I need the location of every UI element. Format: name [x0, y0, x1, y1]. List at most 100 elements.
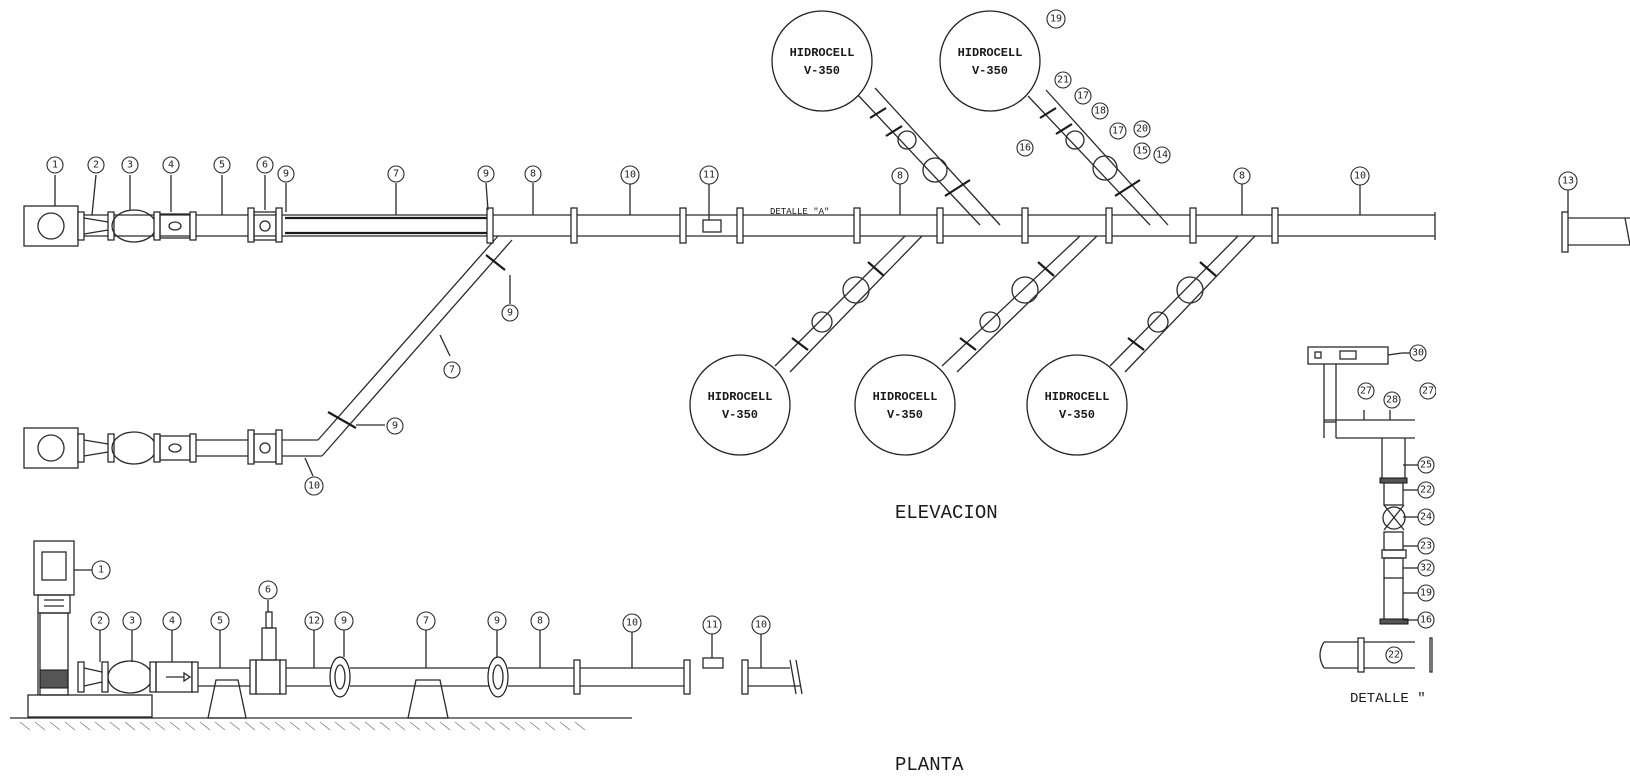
branch-upper-1	[856, 87, 1001, 226]
svg-text:27: 27	[1360, 386, 1372, 397]
svg-text:1: 1	[98, 565, 104, 576]
svg-text:9: 9	[494, 616, 500, 627]
planta-view: 1 2 3 4 5 6 12 9 7 9 8 10 11 10 PLANTA	[10, 540, 964, 776]
tag-1: 1	[46, 156, 64, 174]
svg-text:19: 19	[1050, 14, 1062, 25]
detalle-title: DETALLE "	[1350, 691, 1426, 707]
svg-text:16: 16	[1420, 615, 1432, 626]
tank-label-line1: HIDROCELL	[958, 46, 1023, 60]
tank-label-line2: V-350	[804, 64, 840, 78]
branch-lower-2	[941, 235, 1098, 373]
svg-text:28: 28	[1386, 395, 1398, 406]
planta-leaders	[74, 569, 762, 668]
detalle-view: 30 27 28 27 25 22 24 23 32 19 16 22 DETA…	[1307, 330, 1556, 710]
tag-18: 18	[1091, 102, 1109, 120]
svg-text:8: 8	[537, 616, 543, 627]
tag-21: 21	[1054, 71, 1072, 89]
svg-text:6: 6	[265, 585, 271, 596]
tank-label-line1: HIDROCELL	[873, 390, 938, 404]
tag-9b: 9	[487, 611, 507, 631]
tank-label-line2: V-350	[887, 408, 923, 422]
tag-25: 25	[1417, 456, 1435, 474]
tank-label-line1: HIDROCELL	[790, 46, 855, 60]
tag-1: 1	[91, 560, 111, 580]
tag-3: 3	[122, 611, 142, 631]
tag-9d: 9	[386, 417, 404, 435]
svg-text:22: 22	[1388, 650, 1400, 661]
svg-text:10: 10	[626, 618, 638, 629]
svg-text:27: 27	[1422, 386, 1434, 397]
svg-text:17: 17	[1112, 126, 1124, 137]
tag-23: 23	[1417, 537, 1435, 555]
pipe-stub-13	[1561, 211, 1630, 253]
svg-text:13: 13	[1562, 176, 1574, 187]
svg-text:2: 2	[93, 160, 99, 171]
svg-text:10: 10	[624, 170, 636, 181]
svg-text:10: 10	[1354, 171, 1366, 182]
svg-text:4: 4	[169, 616, 175, 627]
tag-11: 11	[699, 165, 719, 185]
tag-3: 3	[121, 156, 139, 174]
tag-7a: 7	[387, 165, 405, 183]
svg-text:11: 11	[706, 620, 718, 631]
tag-11: 11	[702, 615, 722, 635]
tag-12: 12	[304, 611, 324, 631]
svg-text:8: 8	[1239, 171, 1245, 182]
elevation-tags: 1 2 3 4 5 6 9 7 9 8 10 11 8 8 10 13 9 7 …	[46, 9, 1578, 496]
tag-2: 2	[87, 156, 105, 174]
tag-7b: 7	[443, 361, 461, 379]
svg-text:5: 5	[219, 160, 225, 171]
branch-upper-2	[1027, 89, 1169, 226]
svg-text:4: 4	[168, 160, 174, 171]
svg-text:21: 21	[1057, 75, 1069, 86]
svg-text:9: 9	[483, 169, 489, 180]
tag-20: 20	[1133, 120, 1151, 138]
svg-text:1: 1	[52, 160, 58, 171]
tag-19: 19	[1417, 584, 1435, 602]
tank-lower-2: HIDROCELL V-350	[854, 354, 956, 456]
branch-lower-1	[774, 235, 923, 373]
svg-text:32: 32	[1420, 563, 1432, 574]
tag-4: 4	[162, 156, 180, 174]
tag-17a: 17	[1074, 87, 1092, 105]
elevation-view: HIDROCELL V-350 HIDROCELL V-350 HIDROCEL…	[23, 9, 1630, 524]
svg-text:16: 16	[1019, 143, 1031, 154]
header-flanges	[486, 207, 1279, 244]
tag-8: 8	[530, 611, 550, 631]
tag-32: 32	[1417, 559, 1435, 577]
svg-text:17: 17	[1077, 91, 1089, 102]
elevacion-title: ELEVACION	[895, 502, 998, 524]
svg-text:7: 7	[393, 169, 399, 180]
svg-text:18: 18	[1094, 106, 1106, 117]
tag-15: 15	[1133, 142, 1151, 160]
riser-diagonal	[317, 235, 513, 457]
svg-text:6: 6	[262, 160, 268, 171]
tank-label-line2: V-350	[972, 64, 1008, 78]
svg-text:22: 22	[1420, 485, 1432, 496]
svg-text:15: 15	[1136, 146, 1148, 157]
tag-16: 16	[1016, 139, 1034, 157]
tag-24: 24	[1417, 508, 1435, 526]
planta-tags: 1 2 3 4 5 6 12 9 7 9 8 10 11 10	[90, 560, 771, 635]
tank-label-line2: V-350	[722, 408, 758, 422]
tag-10b: 10	[751, 615, 771, 635]
pump-lower	[23, 427, 322, 469]
tag-27a: 27	[1357, 382, 1375, 400]
detalle-a-label: DETALLE "A"	[770, 207, 829, 217]
tag-8a: 8	[524, 165, 542, 183]
tag-6: 6	[258, 580, 278, 600]
tag-9a: 9	[334, 611, 354, 631]
tag-2: 2	[90, 611, 110, 631]
tank-lower-3: HIDROCELL V-350	[1026, 354, 1128, 456]
tank-label-line1: HIDROCELL	[1045, 390, 1110, 404]
svg-text:9: 9	[507, 308, 513, 319]
tank-upper-1: HIDROCELL V-350	[771, 10, 873, 112]
svg-text:10: 10	[308, 481, 320, 492]
tag-22a: 22	[1417, 481, 1435, 499]
tag-19: 19	[1046, 9, 1066, 29]
tag-13: 13	[1558, 171, 1578, 191]
tank-upper-2: HIDROCELL V-350	[939, 10, 1041, 112]
tag-6: 6	[256, 156, 274, 174]
tag-9b: 9	[477, 165, 495, 183]
